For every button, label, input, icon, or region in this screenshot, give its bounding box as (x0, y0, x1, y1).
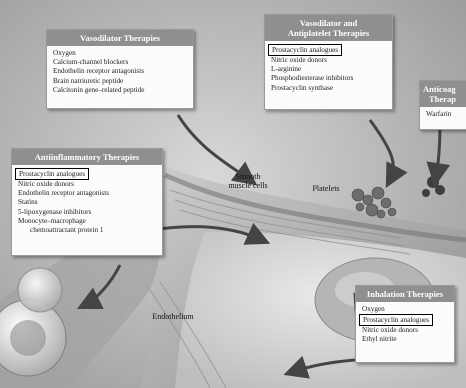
list-item: Nitric oxide donors (271, 56, 386, 65)
list-item: Statins (18, 198, 156, 207)
vasodilator-therapies-title: Vasodilator Therapies (47, 30, 193, 46)
inhalation-therapies-box: Inhalation Therapies Oxygen Prostacyclin… (355, 285, 455, 363)
list-item: Nitric oxide donors (362, 326, 448, 335)
list-item-continued: chemoattractant protein 1 (18, 226, 156, 235)
inhalation-therapies-list: Oxygen Prostacyclin analogues Nitric oxi… (356, 302, 454, 348)
prostacyclin-highlight: Prostacyclin analogues (15, 168, 89, 180)
antiinflammatory-therapies-title: Antiinflammatory Therapies (12, 149, 162, 165)
vasodilator-antiplatelet-box: Vasodilator and Antiplatelet Therapies P… (264, 14, 393, 110)
endothelium-label: Endothelium (144, 312, 202, 321)
list-item: Ethyl nitrite (362, 335, 448, 344)
smooth-muscle-cells-label: Smooth muscle cells (218, 172, 278, 190)
vasodilator-antiplatelet-title: Vasodilator and Antiplatelet Therapies (265, 15, 392, 41)
vasodilator-therapies-list: Oxygen Calcium-channel blockers Endothel… (47, 46, 193, 98)
list-item: Monocyte–macrophage (18, 217, 156, 226)
list-item: Brain natriuretic peptide (53, 77, 187, 86)
list-item: Endothelin receptor antagonists (53, 67, 187, 76)
vasodilator-antiplatelet-title-line2: Antiplatelet Therapies (268, 28, 389, 38)
list-item-highlighted: Prostacyclin analogues (362, 314, 448, 326)
list-item-highlighted: Prostacyclin analogues (271, 44, 386, 56)
list-item: Endothelin receptor antagonists (18, 189, 156, 198)
list-item: Warfarin (426, 110, 466, 119)
list-item: Prostacyclin synthase (271, 84, 386, 93)
vasodilator-antiplatelet-list: Prostacyclin analogues Nitric oxide dono… (265, 41, 392, 96)
list-item: Oxygen (362, 305, 448, 314)
anticoagulant-title-line1: Anticoag (423, 84, 466, 94)
antiinflammatory-therapies-box: Antiinflammatory Therapies Prostacyclin … (11, 148, 163, 256)
prostacyclin-highlight: Prostacyclin analogues (268, 44, 342, 56)
list-item: 5-lipoxygenase inhibitors (18, 208, 156, 217)
vasodilator-therapies-box: Vasodilator Therapies Oxygen Calcium-cha… (46, 29, 194, 109)
list-item: Calcitonin gene–related peptide (53, 86, 187, 95)
list-item: Oxygen (53, 49, 187, 58)
anticoagulant-list: Warfarin (420, 107, 466, 122)
list-item: Nitric oxide donors (18, 180, 156, 189)
vasodilator-antiplatelet-title-line1: Vasodilator and (268, 18, 389, 28)
anticoagulant-therapies-box: Anticoag Therap Warfarin (419, 80, 466, 130)
prostacyclin-highlight: Prostacyclin analogues (359, 314, 433, 326)
inhalation-therapies-title: Inhalation Therapies (356, 286, 454, 302)
anticoagulant-title: Anticoag Therap (420, 81, 466, 107)
smooth-muscle-label-line1: Smooth (218, 172, 278, 181)
list-item-highlighted: Prostacyclin analogues (18, 168, 156, 180)
platelets-label: Platelets (305, 184, 347, 193)
list-item: Phosphodiesterase inhibitors (271, 74, 386, 83)
anticoagulant-title-line2: Therap (423, 94, 466, 104)
list-item: L-arginine (271, 65, 386, 74)
antiinflammatory-therapies-list: Prostacyclin analogues Nitric oxide dono… (12, 165, 162, 238)
list-item: Calcium-channel blockers (53, 58, 187, 67)
smooth-muscle-label-line2: muscle cells (218, 181, 278, 190)
